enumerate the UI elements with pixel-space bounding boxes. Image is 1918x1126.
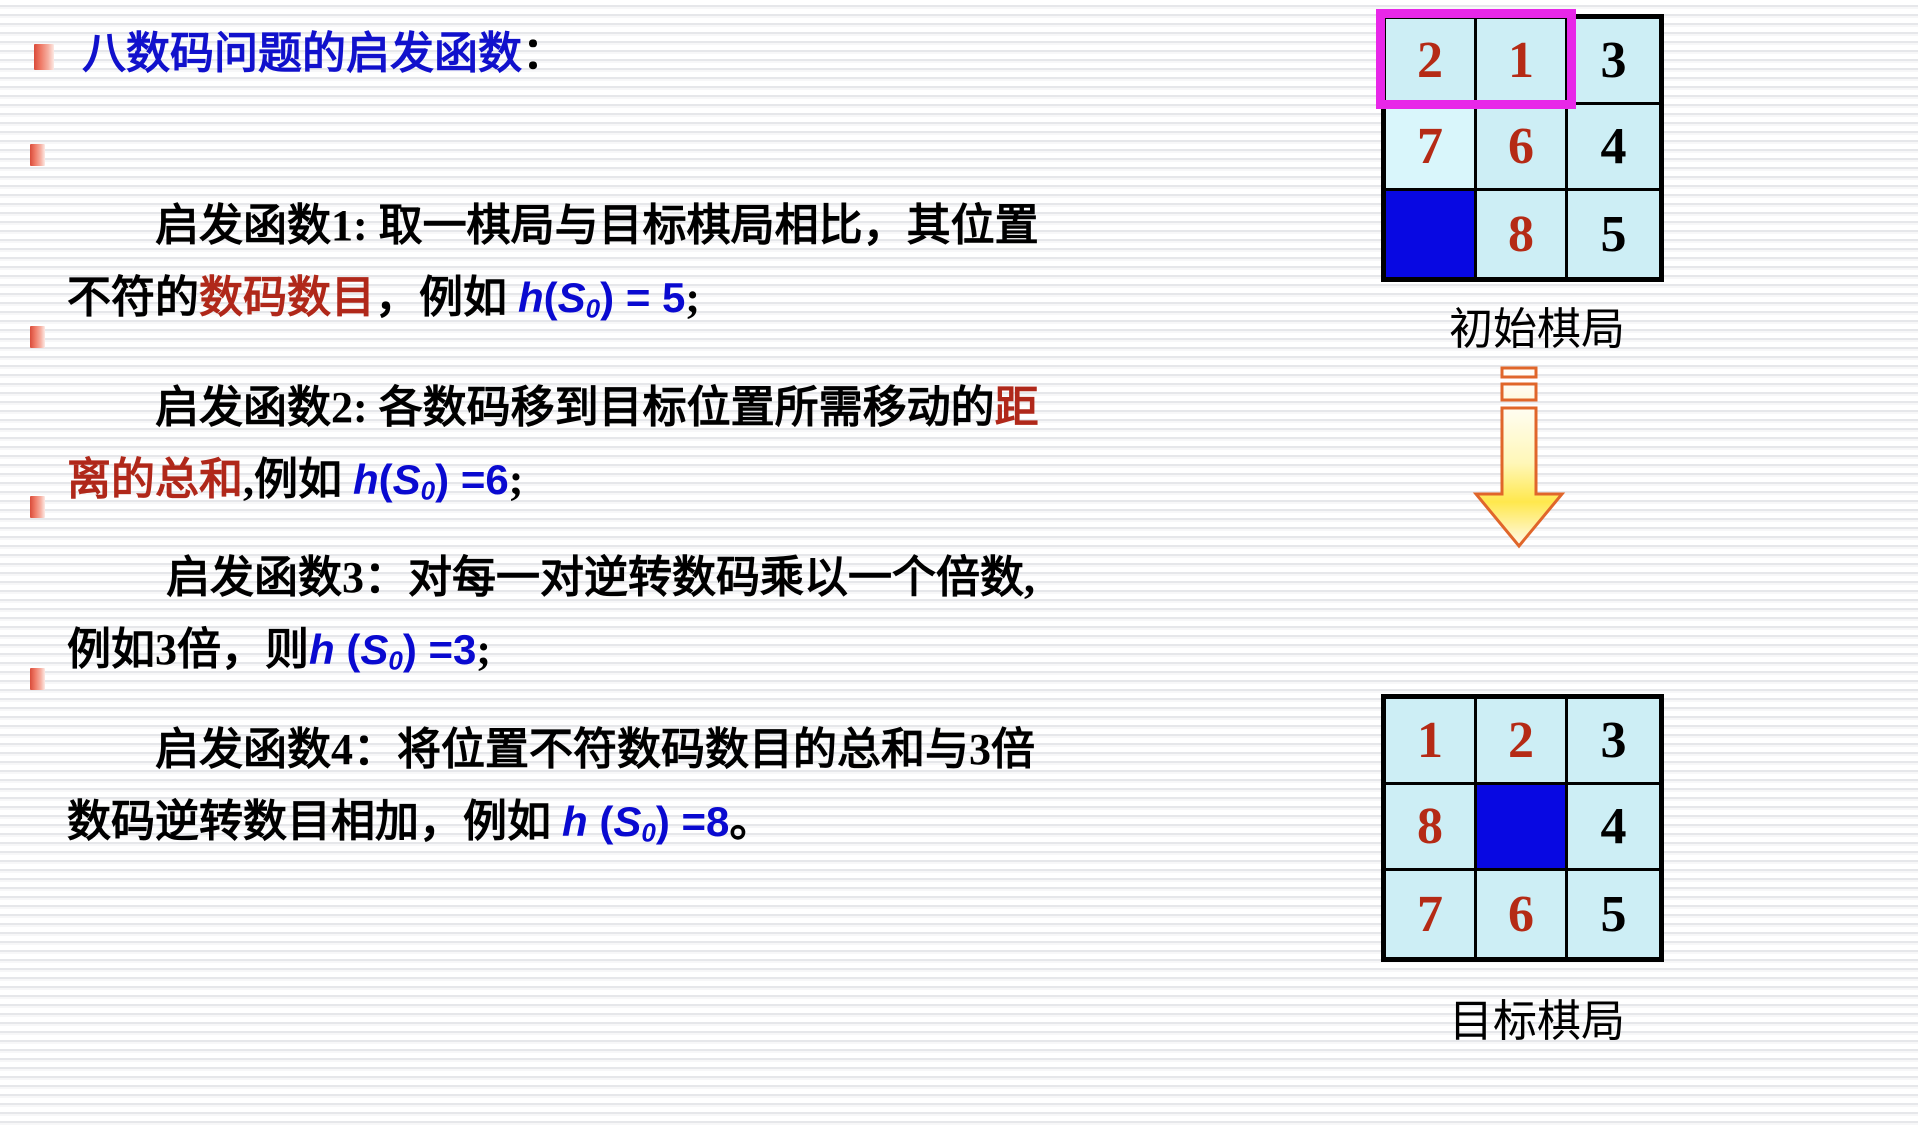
slide-title-colon: ：: [522, 29, 566, 78]
goal-board-grid: 1 2 3 8 4 7 6 5: [1381, 694, 1664, 962]
initial-board-grid: 2 1 3 7 6 4 8 5: [1381, 14, 1664, 282]
bullet-h1-formula: h(S0) = 5: [518, 274, 686, 324]
board-cell: 4: [1568, 105, 1659, 191]
slide-title-row: 八数码问题的启发函数：: [34, 24, 1074, 84]
board-cell: 8: [1477, 191, 1568, 277]
bullet-h3-seg-end: ;: [476, 625, 492, 674]
slide-title-text: 八数码问题的启发函数: [82, 29, 522, 78]
board-cell: 3: [1568, 19, 1659, 105]
initial-board-label: 初始棋局: [1449, 305, 1625, 354]
board-cell: 4: [1568, 785, 1659, 871]
bullet-item-h1: 启发函数1: 取一棋局与目标棋局相比，其位置不符的数码数目，例如 h(S0) =…: [30, 118, 1090, 417]
bullet-item-h3: 启发函数3：对每一对逆转数码乘以一个倍数, 例如3倍，则h (S0) =3;: [30, 470, 1090, 769]
bullet-h4-text: 启发函数4：将位置不符数码数目的总和与3倍数码逆转数目相加，例如 h (S0) …: [67, 642, 1067, 941]
bullet-h2-seg-plain1: 启发函数2: 各数码移到目标位置所需移动的: [155, 383, 995, 432]
content-text-column: 八数码问题的启发函数： 启发函数1: 取一棋局与目标棋局相比，其位置不符的数码数…: [30, 24, 1090, 941]
bullet-h1-seg-plain1: 启发函数1: 取一棋局与目标棋局相比，其位置不符的: [67, 201, 1039, 322]
board-cell-blank: [1477, 785, 1568, 871]
bullet-h4-formula: h (S0) =8: [562, 798, 730, 848]
bullet-h3-formula: h (S0) =3: [309, 626, 477, 676]
bullet-h4-seg-end: 。: [729, 797, 774, 846]
red-square-bullet-icon: [34, 44, 54, 70]
red-square-bullet-icon: [30, 668, 45, 690]
down-arrow-icon: [1472, 366, 1582, 551]
bullet-h4-seg-plain1: 启发函数4：将位置不符数码数目的总和与3倍数码逆转数目相加，例如: [67, 725, 1035, 846]
board-cell-blank: [1386, 191, 1477, 277]
red-square-bullet-icon: [30, 144, 45, 166]
bullet-h1-seg-plain2: ，例如: [375, 273, 518, 322]
board-cell: 7: [1386, 105, 1477, 191]
bullet-item-h4: 启发函数4：将位置不符数码数目的总和与3倍数码逆转数目相加，例如 h (S0) …: [30, 642, 1090, 941]
bullet-h2-seg-red: 距离的总和: [67, 383, 1039, 504]
board-cell: 1: [1386, 699, 1477, 785]
bullet-item-h2: 启发函数2: 各数码移到目标位置所需移动的距离的总和,例如 h(S0) =6;: [30, 300, 1090, 599]
board-cell: 6: [1477, 871, 1568, 957]
bullet-h1-seg-red: 数码数目: [199, 273, 375, 322]
bullet-h3-seg-plain1: 启发函数3：对每一对逆转数码乘以一个倍数, 例如3倍，则: [67, 553, 1046, 674]
red-square-bullet-icon: [30, 326, 45, 348]
board-cell: 5: [1568, 871, 1659, 957]
board-cell: 8: [1386, 785, 1477, 871]
board-cell: 5: [1568, 191, 1659, 277]
red-square-bullet-icon: [30, 496, 45, 518]
bullet-h3-text: 启发函数3：对每一对逆转数码乘以一个倍数, 例如3倍，则h (S0) =3;: [67, 470, 1067, 769]
board-cell: 2: [1386, 19, 1477, 105]
board-cell: 7: [1386, 871, 1477, 957]
goal-board-label: 目标棋局: [1449, 997, 1625, 1046]
bullet-h2-formula: h(S0) =6: [353, 456, 509, 506]
page-title: 八数码问题的启发函数：: [82, 24, 566, 84]
bullet-h1-text: 启发函数1: 取一棋局与目标棋局相比，其位置不符的数码数目，例如 h(S0) =…: [67, 118, 1067, 417]
down-arrow-svg: [1472, 366, 1566, 549]
bullet-h2-seg-end: ;: [508, 455, 524, 504]
board-cell: 1: [1477, 19, 1568, 105]
board-cell: 6: [1477, 105, 1568, 191]
board-cell: 2: [1477, 699, 1568, 785]
board-cell: 3: [1568, 699, 1659, 785]
bullet-h2-text: 启发函数2: 各数码移到目标位置所需移动的距离的总和,例如 h(S0) =6;: [67, 300, 1067, 599]
bullet-h2-seg-plain2: ,例如: [243, 455, 353, 504]
bullet-h1-seg-end: ;: [685, 273, 701, 322]
